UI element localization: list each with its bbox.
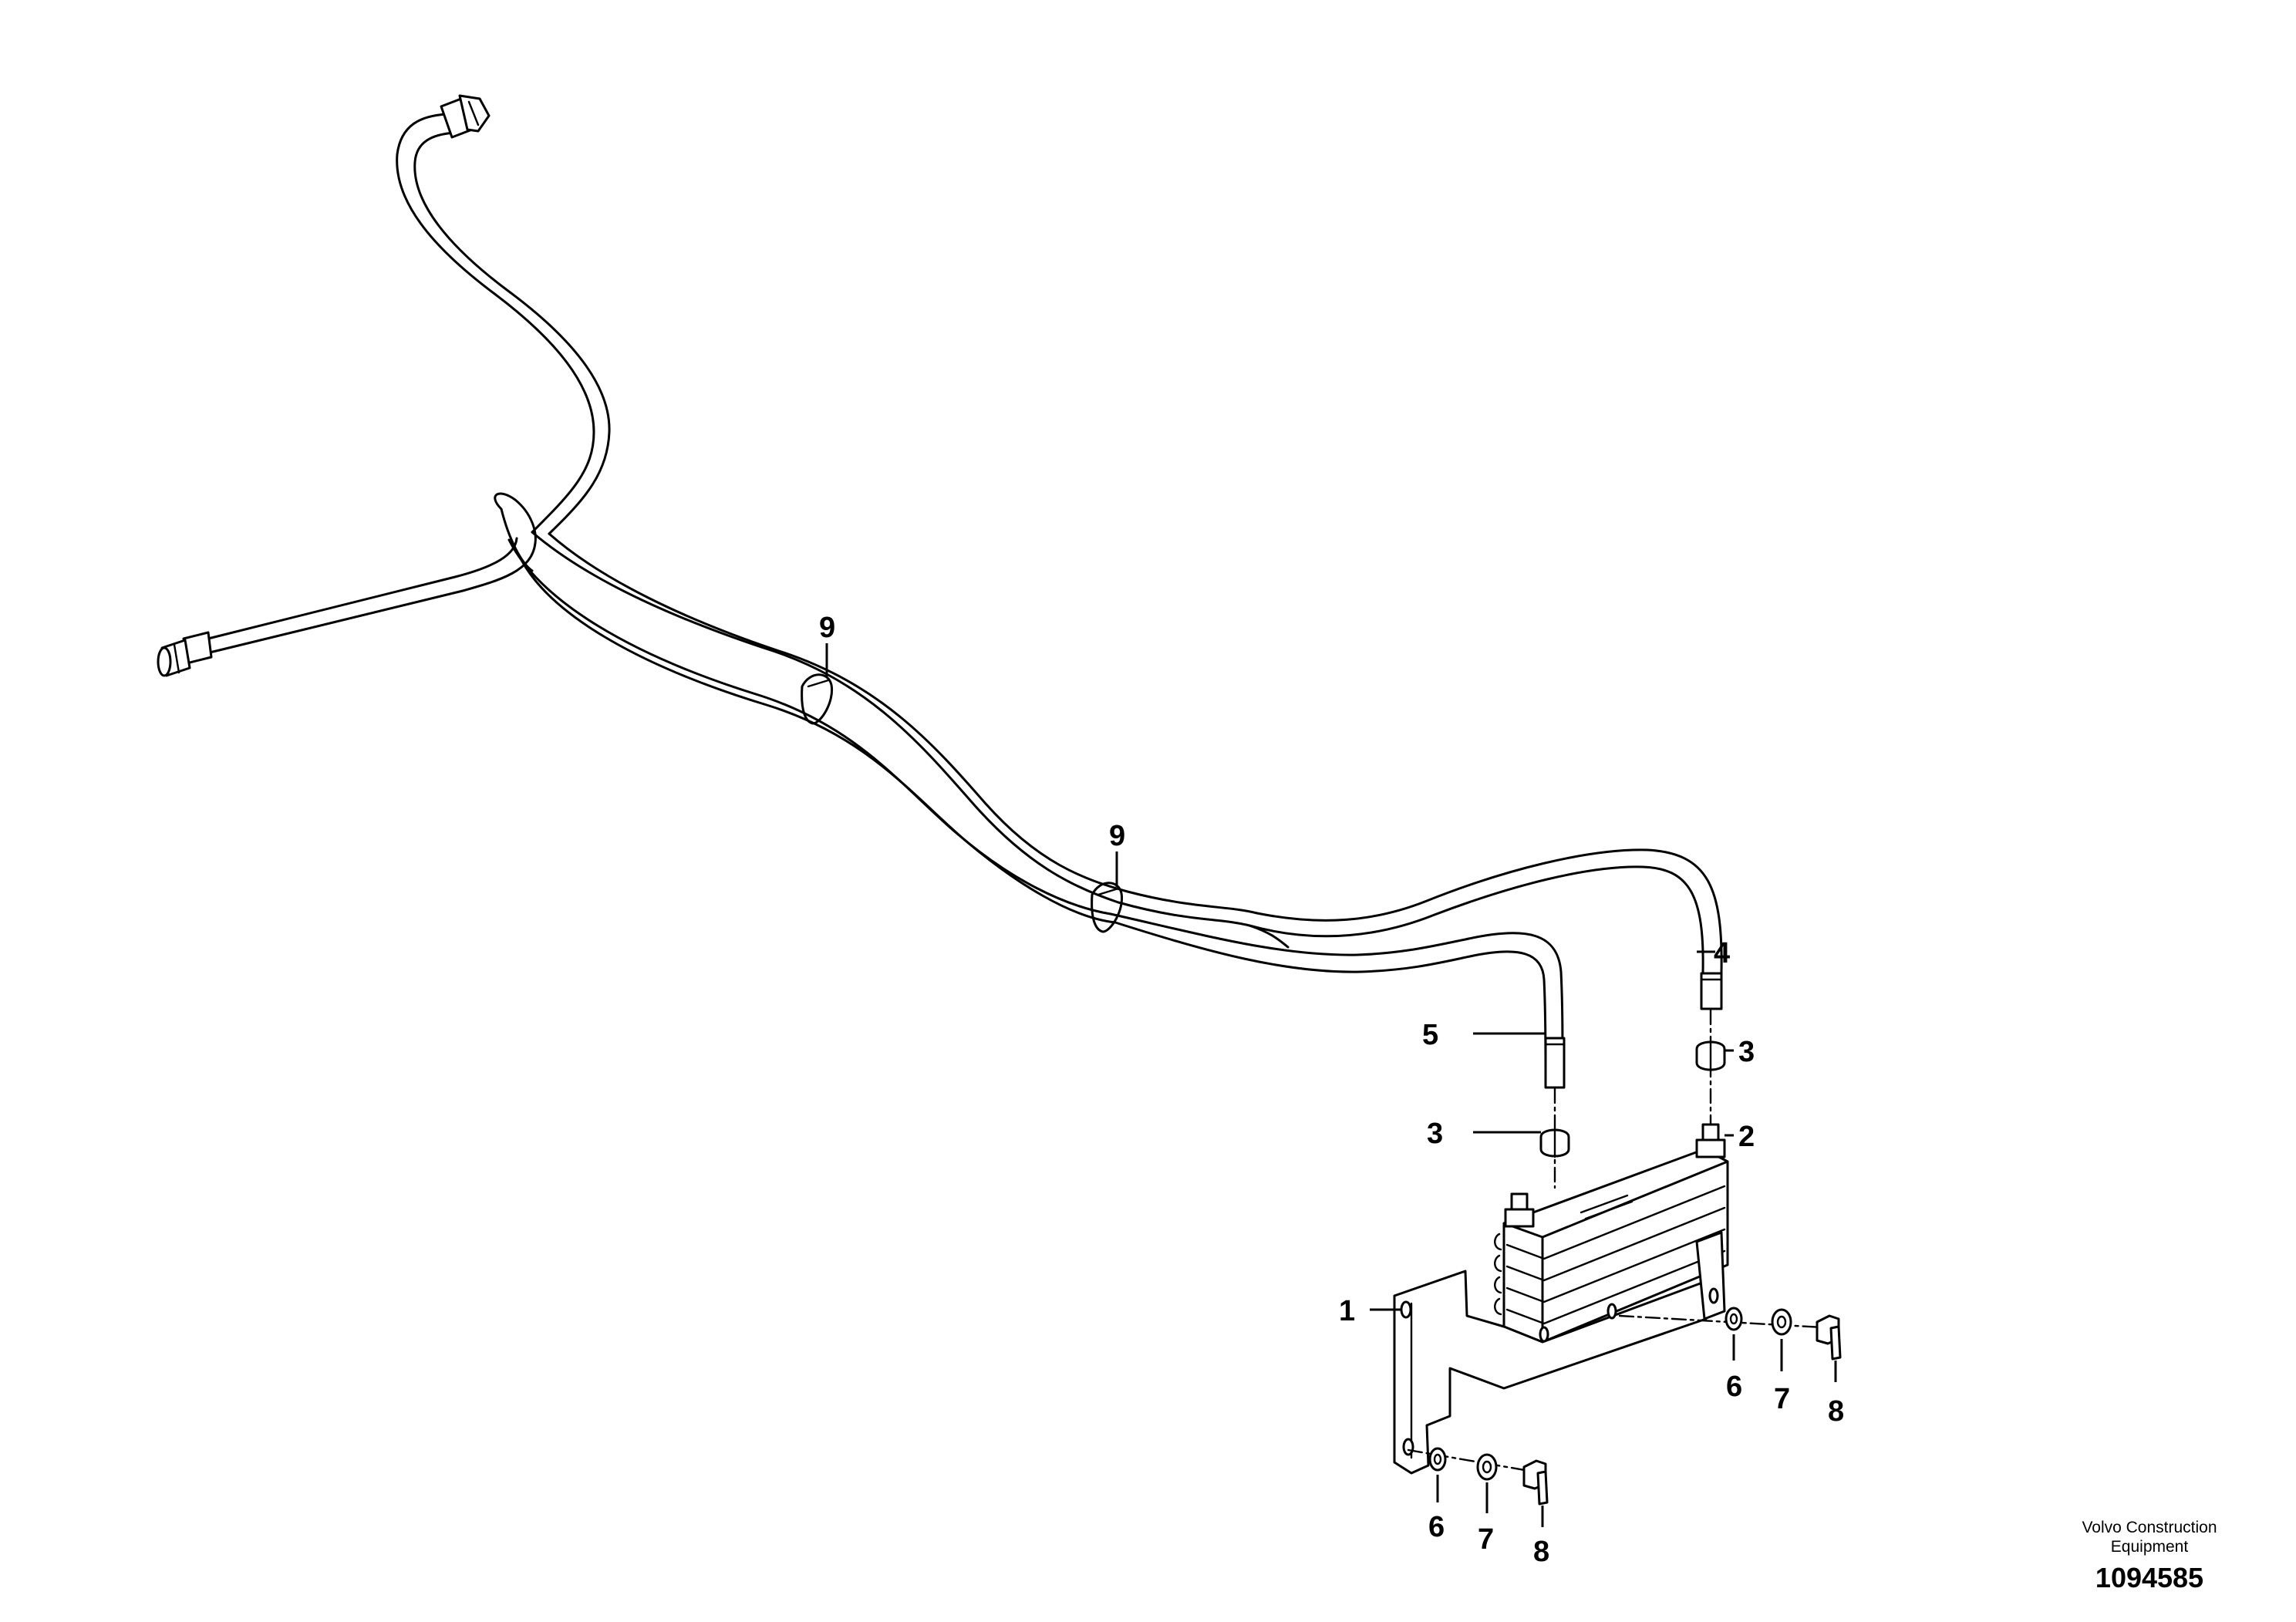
washer-7-lower	[1476, 1453, 1498, 1481]
left-hose	[157, 537, 537, 677]
hose-end-5	[1544, 1037, 1566, 1089]
bolt-8-right	[1816, 1314, 1842, 1361]
hose-clip-left	[1539, 1128, 1570, 1158]
document-number: 1094585	[2095, 1562, 2204, 1593]
main-hose-bundle	[507, 531, 1723, 1074]
hose-clip-right	[1695, 1040, 1726, 1072]
callout-8-lower: 8	[1533, 1536, 1549, 1568]
callout-9-upper: 9	[819, 612, 835, 644]
callout-1: 1	[1339, 1295, 1355, 1327]
upper-hose-fitting	[440, 94, 491, 139]
washer-6-lower	[1428, 1447, 1447, 1472]
callout-6-lower: 6	[1428, 1511, 1445, 1543]
hose-clamp-lower	[1091, 882, 1124, 933]
callout-7-right: 7	[1774, 1383, 1790, 1415]
leader-lines	[825, 643, 1837, 1527]
oil-cooler	[1494, 1123, 1729, 1344]
callout-3-left: 3	[1427, 1118, 1443, 1150]
bolt-8-lower	[1522, 1459, 1549, 1506]
washer-7-right	[1771, 1308, 1792, 1336]
hose-end-4	[1700, 972, 1723, 1010]
callout-8-right: 8	[1828, 1395, 1844, 1428]
hose-clamp-upper	[801, 673, 834, 725]
callout-5: 5	[1422, 1019, 1438, 1051]
callout-4: 4	[1714, 937, 1730, 969]
upper-hose	[396, 94, 611, 535]
callout-6-right: 6	[1726, 1371, 1742, 1403]
callout-3-right: 3	[1738, 1036, 1755, 1068]
callout-2: 2	[1738, 1121, 1755, 1153]
washer-6-right	[1725, 1307, 1743, 1331]
callout-7-lower: 7	[1478, 1523, 1494, 1556]
left-hose-fitting	[157, 631, 213, 677]
mounting-bracket	[1393, 1231, 1726, 1475]
brand-label: Volvo Construction Equipment	[2082, 1519, 2217, 1556]
callout-9-lower: 9	[1109, 820, 1125, 852]
